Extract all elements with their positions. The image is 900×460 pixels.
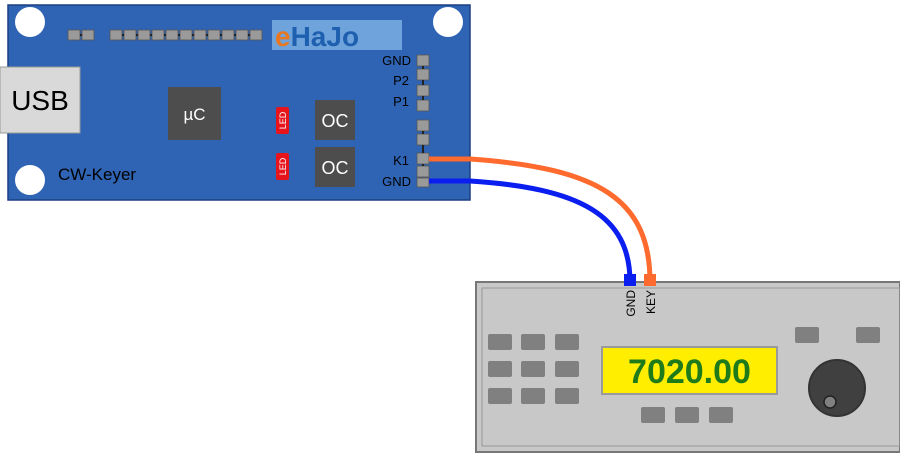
led-label: LED: [278, 111, 288, 129]
oc-label: OC: [322, 111, 349, 131]
knob-dimple: [823, 395, 837, 409]
frequency-readout: 7020.00: [628, 353, 751, 391]
gnd-plug: [624, 274, 636, 286]
svg-text:eHaJo: eHaJo: [275, 21, 359, 52]
top-button: [856, 327, 880, 343]
wires: [429, 156, 653, 283]
oc-label: OC: [322, 158, 349, 178]
led-label: LED: [278, 157, 288, 175]
key-wire: [429, 156, 653, 283]
mounting-hole: [15, 165, 45, 195]
mounting-hole: [433, 7, 463, 37]
brand-e: e: [275, 21, 291, 52]
led-1: LED: [276, 107, 289, 134]
function-buttons: [641, 407, 733, 423]
transceiver: GND KEY 7020.00: [475, 274, 900, 453]
usb-connector: USB: [0, 66, 81, 134]
mounting-hole: [15, 7, 45, 37]
mcu-label: µC: [183, 105, 205, 124]
optocoupler-1: OC: [315, 100, 355, 140]
side-pin-header: [416, 54, 430, 188]
tuning-knob: [808, 359, 866, 417]
optocoupler-2: OC: [315, 147, 355, 187]
keypad: [488, 334, 579, 404]
led-2: LED: [276, 153, 289, 180]
pin-label-gnd-top: GND: [382, 53, 411, 68]
jack-label-gnd: GND: [624, 290, 638, 317]
ehajo-logo: eHaJo: [272, 20, 402, 52]
pin-label-gnd-bottom: GND: [382, 174, 411, 189]
usb-label: USB: [11, 85, 69, 116]
top-button: [795, 327, 819, 343]
brand-name: HaJo: [291, 21, 359, 52]
pin-label-p1: P1: [393, 94, 409, 109]
microcontroller-chip: µC: [168, 87, 221, 140]
cw-keyer-board: eHaJo USB µC LED LED OC OC: [0, 4, 471, 201]
frequency-display: 7020.00: [601, 346, 778, 395]
pin-label-k1: K1: [393, 153, 409, 168]
pin-label-p2: P2: [393, 73, 409, 88]
gnd-wire: [429, 178, 633, 283]
key-plug: [644, 274, 656, 286]
board-title: CW-Keyer: [58, 165, 136, 184]
jack-label-key: KEY: [644, 290, 658, 314]
